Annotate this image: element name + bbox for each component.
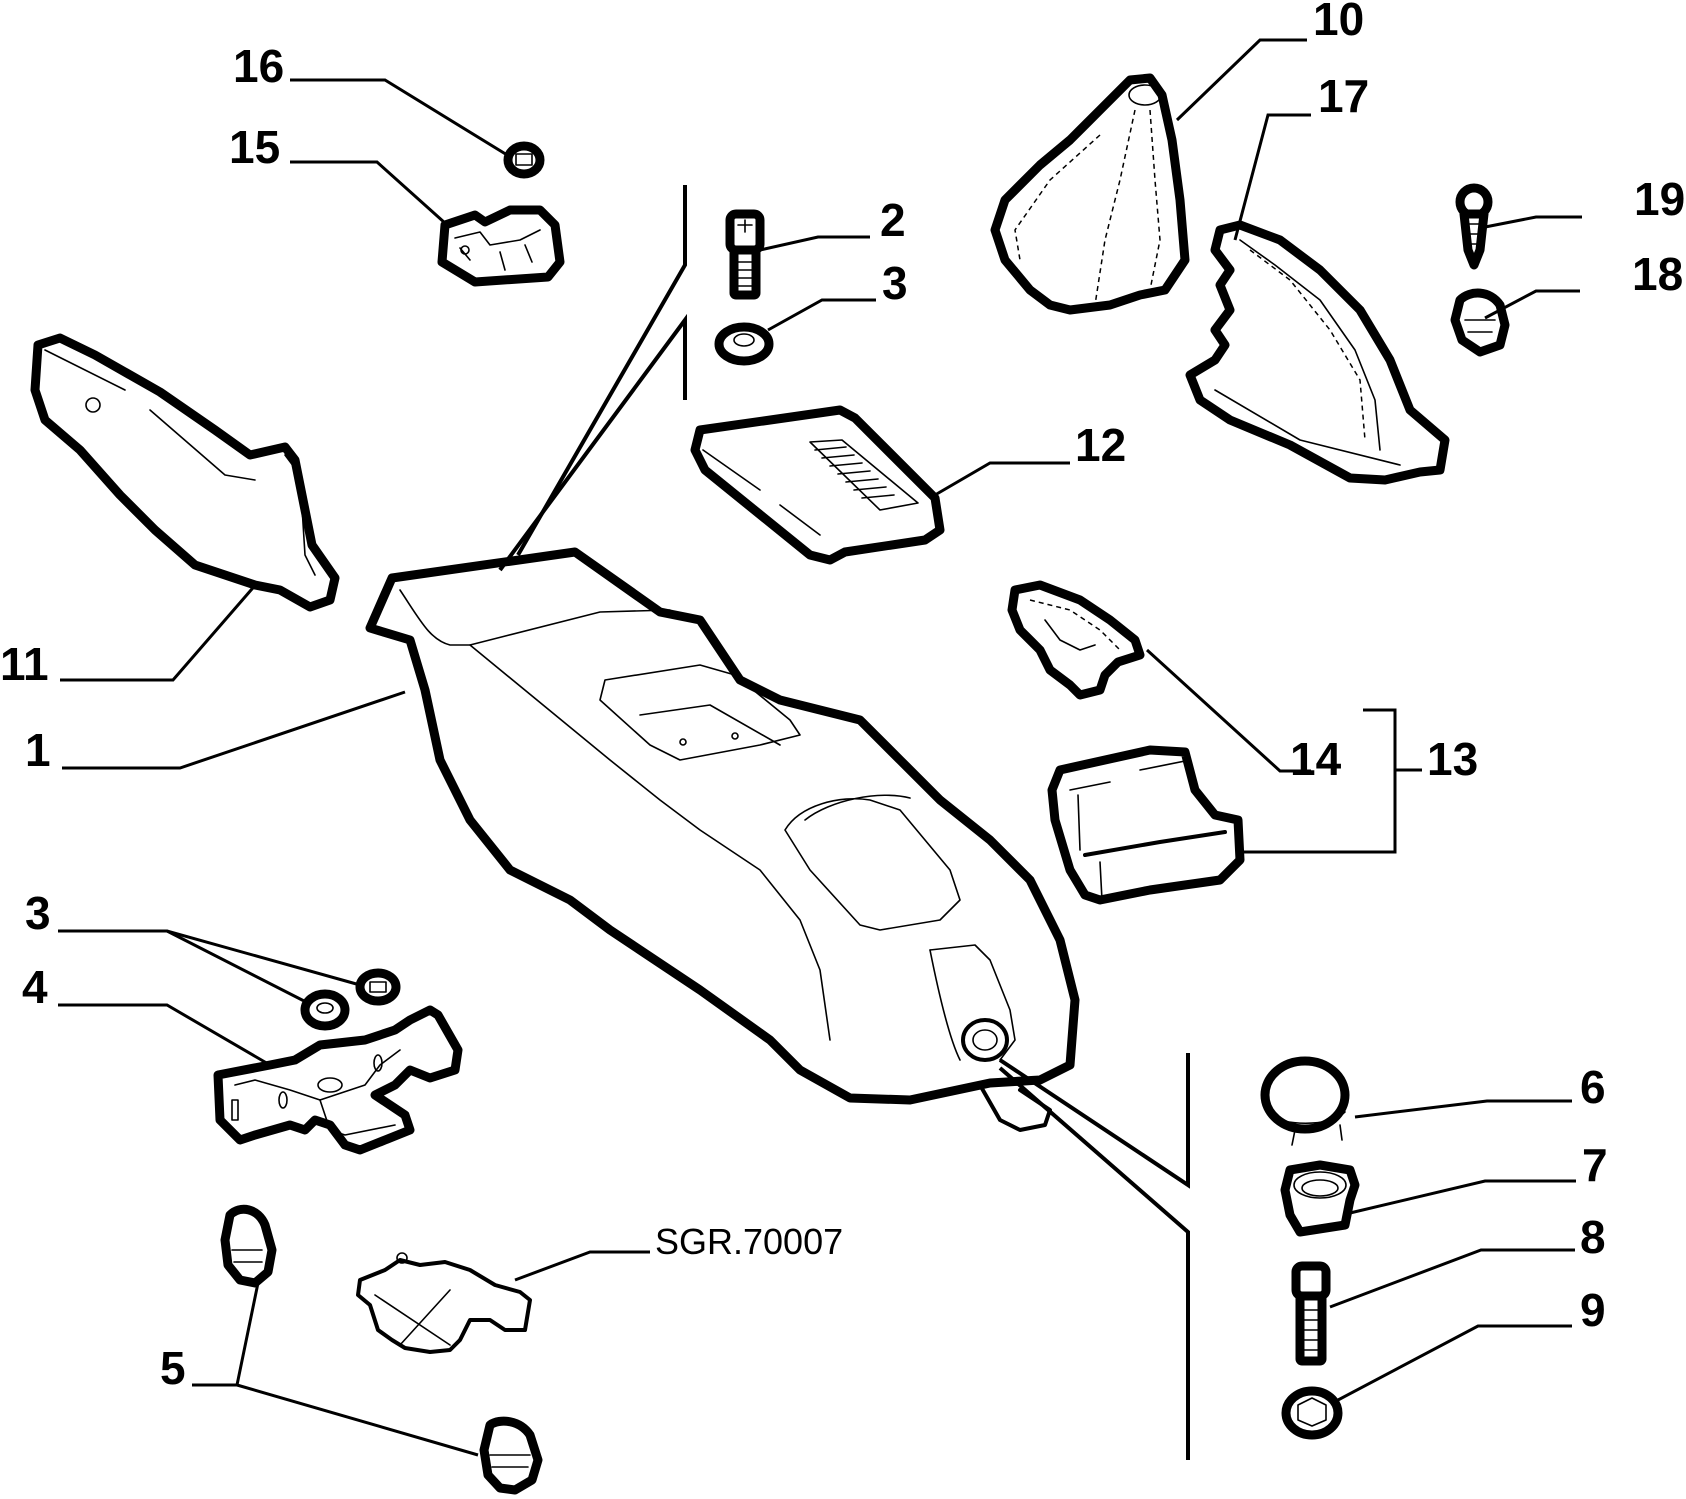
callout-17: 17 — [1318, 70, 1369, 122]
leader-19 — [1479, 215, 1582, 230]
leader-10 — [1175, 38, 1307, 122]
part-16-nut[interactable] — [503, 141, 545, 179]
leader-1-console-top-b — [498, 313, 687, 572]
leader-sgr — [514, 1250, 650, 1282]
callout-18: 18 — [1632, 248, 1683, 300]
part-12-storage-lid[interactable] — [690, 405, 945, 565]
part-5-clip-upper[interactable] — [220, 1204, 277, 1288]
leader-13-bracket — [1240, 708, 1397, 854]
callout-7: 7 — [1582, 1139, 1608, 1191]
callout-3-top: 3 — [882, 257, 908, 309]
callout-6: 6 — [1580, 1061, 1606, 1113]
part-10-gear-boot[interactable] — [990, 73, 1190, 315]
leader-lines — [58, 38, 1582, 1460]
part-17-handbrake-boot[interactable] — [1185, 220, 1450, 485]
part-18-clip[interactable] — [1450, 288, 1510, 357]
callout-13: 13 — [1427, 733, 1478, 785]
part-3-nuts-bracket[interactable] — [300, 968, 401, 1031]
leader-6 — [1354, 1099, 1572, 1119]
leader-5-a — [192, 1282, 260, 1387]
sgr-70007-component[interactable] — [356, 1252, 532, 1354]
leader-3-bottom-b — [166, 929, 309, 1005]
leader-7 — [1349, 1179, 1576, 1215]
callout-labels: 16 15 11 1 2 3 12 10 17 19 18 14 13 3 4 … — [0, 0, 1685, 1394]
callout-15: 15 — [229, 121, 280, 173]
part-15-retainer-bracket[interactable] — [437, 205, 565, 287]
leader-3-top — [767, 298, 876, 332]
part-13-armrest[interactable] — [1047, 745, 1245, 905]
part-3-washer-top[interactable] — [714, 322, 774, 366]
part-6-cap[interactable] — [1260, 1056, 1350, 1146]
part-7-grommet[interactable] — [1280, 1160, 1360, 1237]
leader-8 — [1329, 1248, 1575, 1309]
leader-3-bottom-a — [58, 929, 361, 987]
callout-3-bottom: 3 — [25, 887, 51, 939]
part-19-screw[interactable] — [1455, 183, 1493, 270]
leader-16 — [290, 78, 513, 160]
leader-2 — [759, 235, 870, 252]
part-14-hinge-pad[interactable] — [1007, 580, 1145, 700]
leader-11 — [60, 581, 260, 682]
part-11-side-trim-panel[interactable] — [30, 333, 340, 612]
callout-8: 8 — [1580, 1211, 1606, 1263]
callout-12: 12 — [1075, 419, 1126, 471]
callout-4: 4 — [22, 961, 48, 1013]
callout-2: 2 — [880, 194, 906, 246]
leader-console-bottom-a — [998, 1053, 1190, 1189]
part-2-bolt[interactable] — [725, 209, 765, 300]
callout-1: 1 — [25, 724, 51, 776]
leader-9 — [1337, 1324, 1572, 1402]
callout-16: 16 — [233, 40, 284, 92]
leader-5-b — [236, 1383, 479, 1457]
callout-5: 5 — [160, 1342, 186, 1394]
callout-14: 14 — [1290, 733, 1342, 785]
leader-4 — [58, 1003, 271, 1067]
leader-console-bottom-b — [998, 1066, 1190, 1460]
leader-14 — [1145, 648, 1311, 773]
reference-sgr-70007: SGR.70007 — [655, 1221, 843, 1262]
leader-1 — [62, 690, 406, 770]
leader-15 — [290, 160, 447, 225]
part-8-bolt[interactable] — [1291, 1261, 1331, 1366]
callout-9: 9 — [1580, 1284, 1606, 1336]
part-1-console-body[interactable] — [365, 547, 1080, 1132]
part-5-clip-lower[interactable] — [479, 1416, 543, 1495]
leader-1-console-top-a — [516, 185, 687, 556]
leader-12 — [934, 461, 1070, 497]
callout-19: 19 — [1634, 173, 1685, 225]
part-4-mounting-bracket[interactable] — [213, 1005, 463, 1155]
callout-10: 10 — [1313, 0, 1364, 45]
leader-17 — [1233, 113, 1311, 241]
leader-18 — [1484, 289, 1580, 320]
callout-11: 11 — [0, 638, 49, 690]
part-9-nut[interactable] — [1281, 1386, 1343, 1440]
